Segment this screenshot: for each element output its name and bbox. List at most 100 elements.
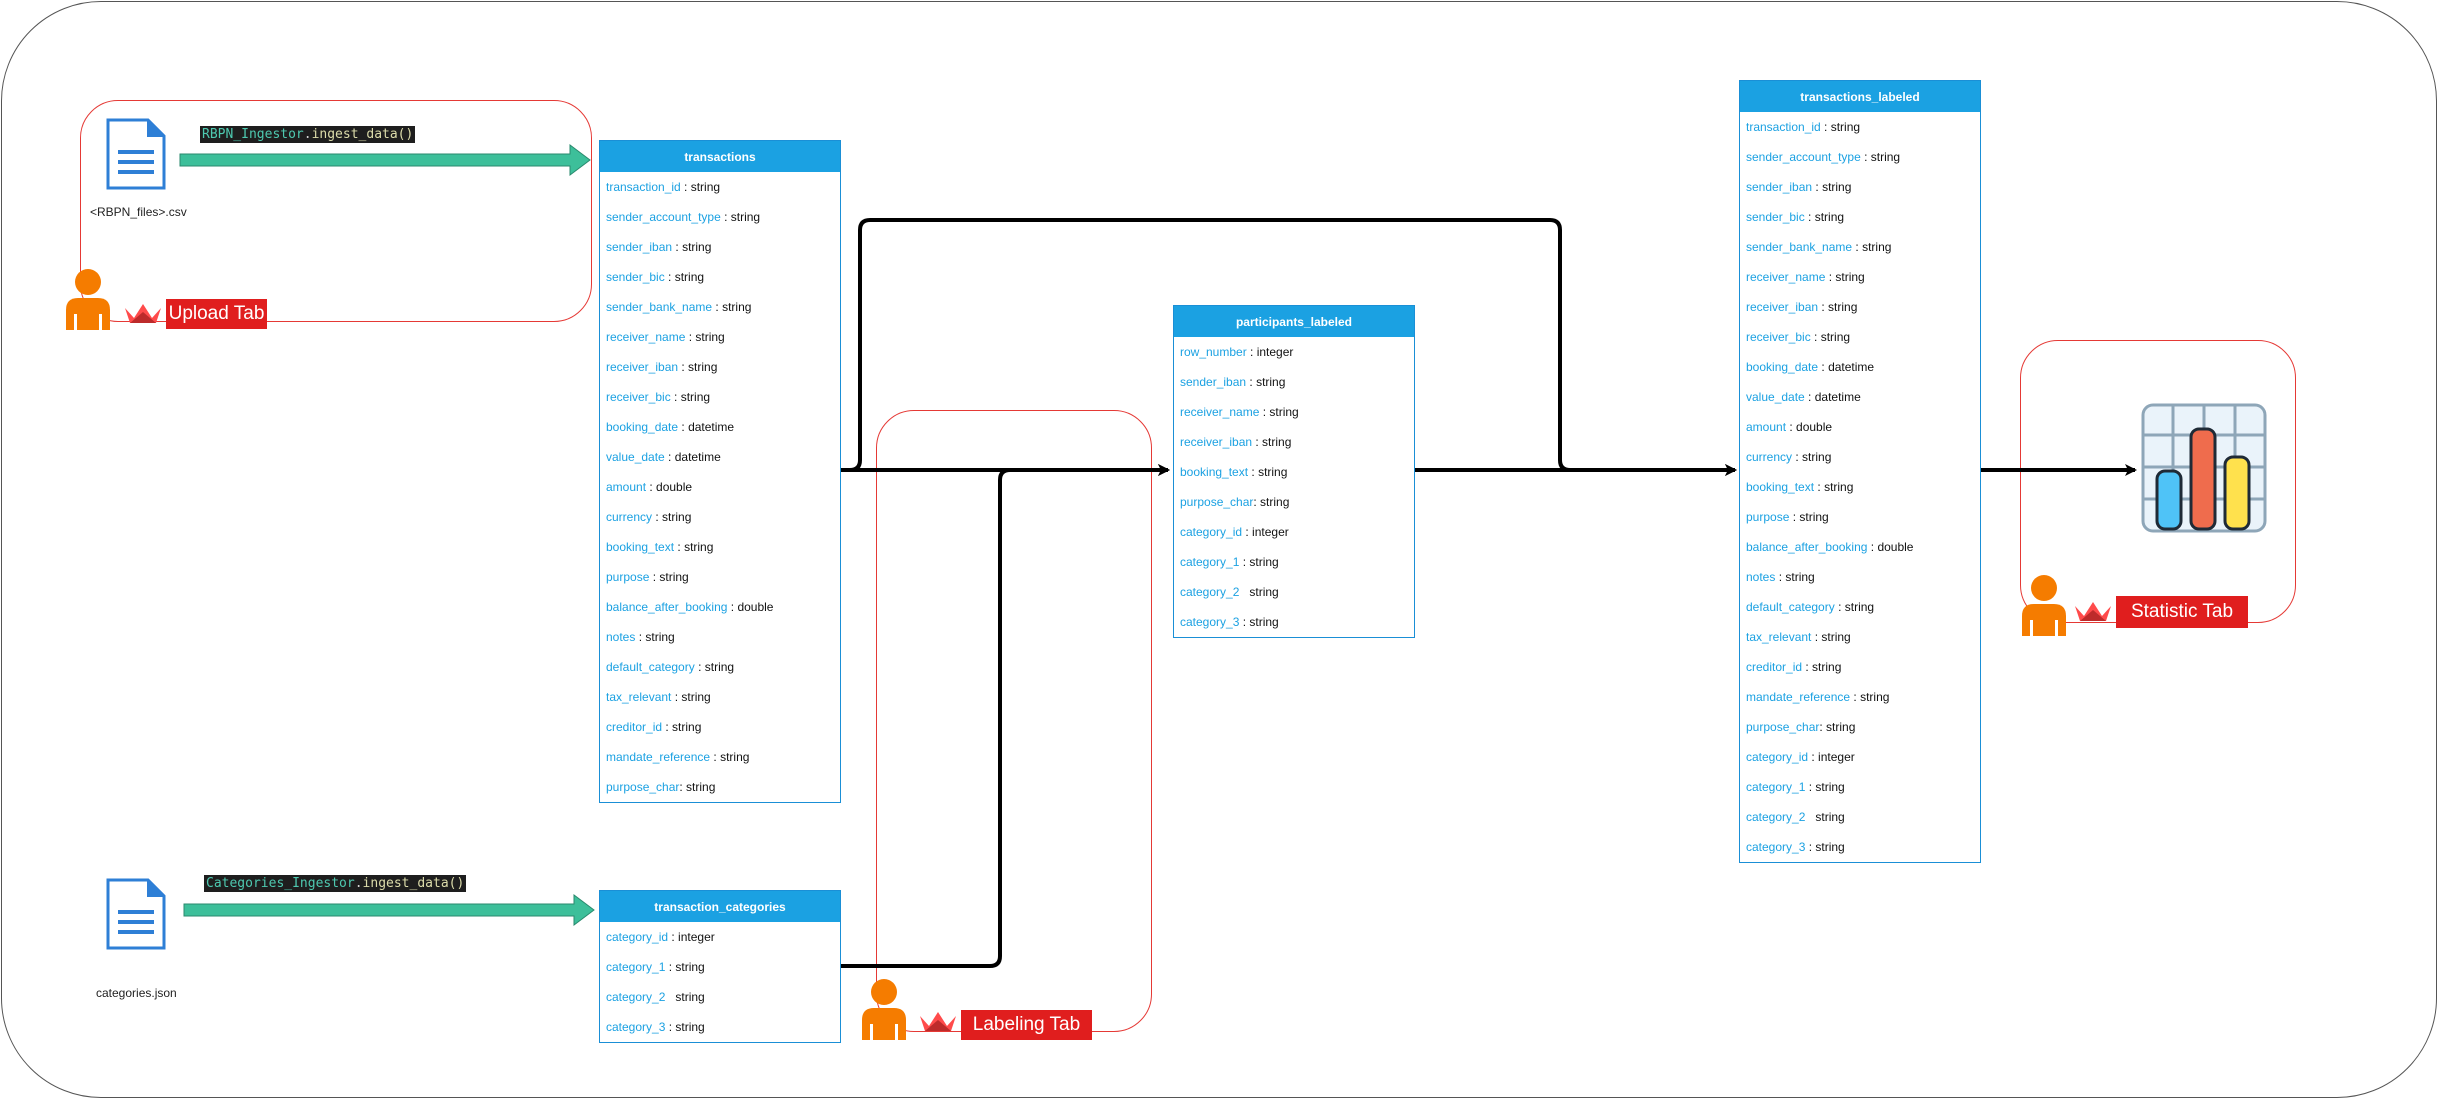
entity-field-row: balance_after_booking : double: [600, 592, 840, 622]
field-name: currency: [1746, 450, 1793, 464]
field-name: receiver_iban: [1746, 300, 1819, 314]
field-type: : double: [727, 600, 774, 614]
field-type: : string: [1252, 435, 1292, 449]
field-name: purpose: [1746, 510, 1790, 524]
field-name: sender_account_type: [1746, 150, 1861, 164]
field-name: balance_after_booking: [1746, 540, 1868, 554]
field-name: category_2: [1746, 810, 1806, 824]
entity-field-row: booking_date : datetime: [600, 412, 840, 442]
entity-field-row: sender_iban : string: [600, 232, 840, 262]
field-name: category_3: [1180, 615, 1240, 629]
entity-field-row: value_date : datetime: [1740, 382, 1980, 412]
field-type: : string: [652, 510, 692, 524]
field-type: : string: [1814, 480, 1854, 494]
rbpn-call-method: ingest_data(): [311, 127, 414, 142]
entity-field-row: receiver_bic : string: [600, 382, 840, 412]
entity-field-row: sender_bank_name : string: [1740, 232, 1980, 262]
entity-participants-labeled: participants_labeled row_number : intege…: [1173, 305, 1415, 638]
entity-field-row: receiver_bic : string: [1740, 322, 1980, 352]
entity-field-row: booking_text : string: [1174, 457, 1414, 487]
field-name: transaction_id: [606, 180, 681, 194]
entity-field-row: purpose : string: [1740, 502, 1980, 532]
field-name: category_2: [1180, 585, 1240, 599]
field-type: : string: [720, 210, 761, 224]
entity-field-row: booking_text : string: [600, 532, 840, 562]
entity-field-row: category_3 : string: [1174, 607, 1414, 637]
field-type: : string: [1819, 720, 1856, 734]
statistic-user-icon: [2022, 575, 2066, 636]
field-type: : double: [646, 480, 693, 494]
field-type: : datetime: [1804, 390, 1861, 404]
field-name: creditor_id: [606, 720, 663, 734]
upload-tab-button[interactable]: Upload Tab: [166, 299, 267, 329]
csv-file-label: <RBPN_files>.csv: [90, 205, 187, 219]
entity-field-row: mandate_reference : string: [600, 742, 840, 772]
field-type: : integer: [668, 930, 715, 944]
entity-field-row: sender_iban : string: [1740, 172, 1980, 202]
upload-tab-group: [80, 100, 592, 322]
field-name: booking_text: [1180, 465, 1249, 479]
field-type: : string: [1259, 405, 1299, 419]
field-name: receiver_bic: [1746, 330, 1811, 344]
labeling-user-icon: [862, 979, 906, 1040]
field-type: : string: [685, 330, 725, 344]
field-type: : string: [664, 270, 705, 284]
connector-transactions-to-labeled: [840, 218, 1737, 476]
field-name: category_id: [1746, 750, 1809, 764]
categories-ingestor-class: Categories_Ingestor: [206, 876, 355, 891]
categories-call-method: ingest_data(): [362, 876, 465, 891]
field-type: : string: [674, 540, 714, 554]
entity-field-row: receiver_name : string: [1740, 262, 1980, 292]
ingest-arrow-rbpn: [179, 144, 591, 176]
field-name: mandate_reference: [1746, 690, 1851, 704]
field-type: : string: [678, 360, 718, 374]
entity-header: transactions: [600, 141, 840, 172]
field-type: : string: [1811, 630, 1851, 644]
field-name: receiver_bic: [606, 390, 671, 404]
entity-field-row: sender_bic : string: [1740, 202, 1980, 232]
entity-field-row: purpose : string: [600, 562, 840, 592]
field-name: value_date: [606, 450, 665, 464]
field-type: string: [1805, 810, 1845, 824]
entity-field-row: sender_account_type : string: [600, 202, 840, 232]
field-type: : string: [1812, 180, 1852, 194]
field-name: category_3: [1746, 840, 1806, 854]
labeling-tab-button[interactable]: Labeling Tab: [961, 1010, 1092, 1040]
entity-field-row: sender_bic : string: [600, 262, 840, 292]
entity-field-row: balance_after_booking : double: [1740, 532, 1980, 562]
field-name: sender_account_type: [606, 210, 721, 224]
field-type: : integer: [1242, 525, 1289, 539]
entity-field-row: tax_relevant : string: [600, 682, 840, 712]
field-type: string: [1239, 585, 1279, 599]
entity-field-row: receiver_iban : string: [1740, 292, 1980, 322]
entity-field-row: category_1 : string: [1174, 547, 1414, 577]
json-file-icon: [106, 878, 166, 950]
field-type: : double: [1786, 420, 1833, 434]
field-type: : integer: [1808, 750, 1855, 764]
labeling-crown-icon: [920, 1012, 956, 1031]
field-type: : datetime: [1818, 360, 1875, 374]
field-type: : string: [1248, 465, 1288, 479]
field-name: currency: [606, 510, 653, 524]
field-name: receiver_name: [1746, 270, 1826, 284]
field-name: receiver_iban: [606, 360, 679, 374]
field-type: : string: [1239, 555, 1279, 569]
field-type: : string: [672, 240, 712, 254]
field-name: booking_text: [1746, 480, 1815, 494]
field-name: purpose_char: [1746, 720, 1820, 734]
entity-field-row: currency : string: [1740, 442, 1980, 472]
field-type: : string: [694, 660, 735, 674]
entity-field-row: transaction_id : string: [600, 172, 840, 202]
entity-field-row: receiver_name : string: [600, 322, 840, 352]
field-type: : string: [712, 300, 752, 314]
field-name: sender_iban: [1180, 375, 1247, 389]
field-type: : string: [662, 720, 702, 734]
entity-field-row: creditor_id : string: [1740, 652, 1980, 682]
field-name: tax_relevant: [1746, 630, 1812, 644]
entity-transactions-labeled: transactions_labeled transaction_id : st…: [1739, 80, 1981, 863]
statistic-tab-button[interactable]: Statistic Tab: [2116, 596, 2248, 628]
field-name: booking_date: [1746, 360, 1819, 374]
